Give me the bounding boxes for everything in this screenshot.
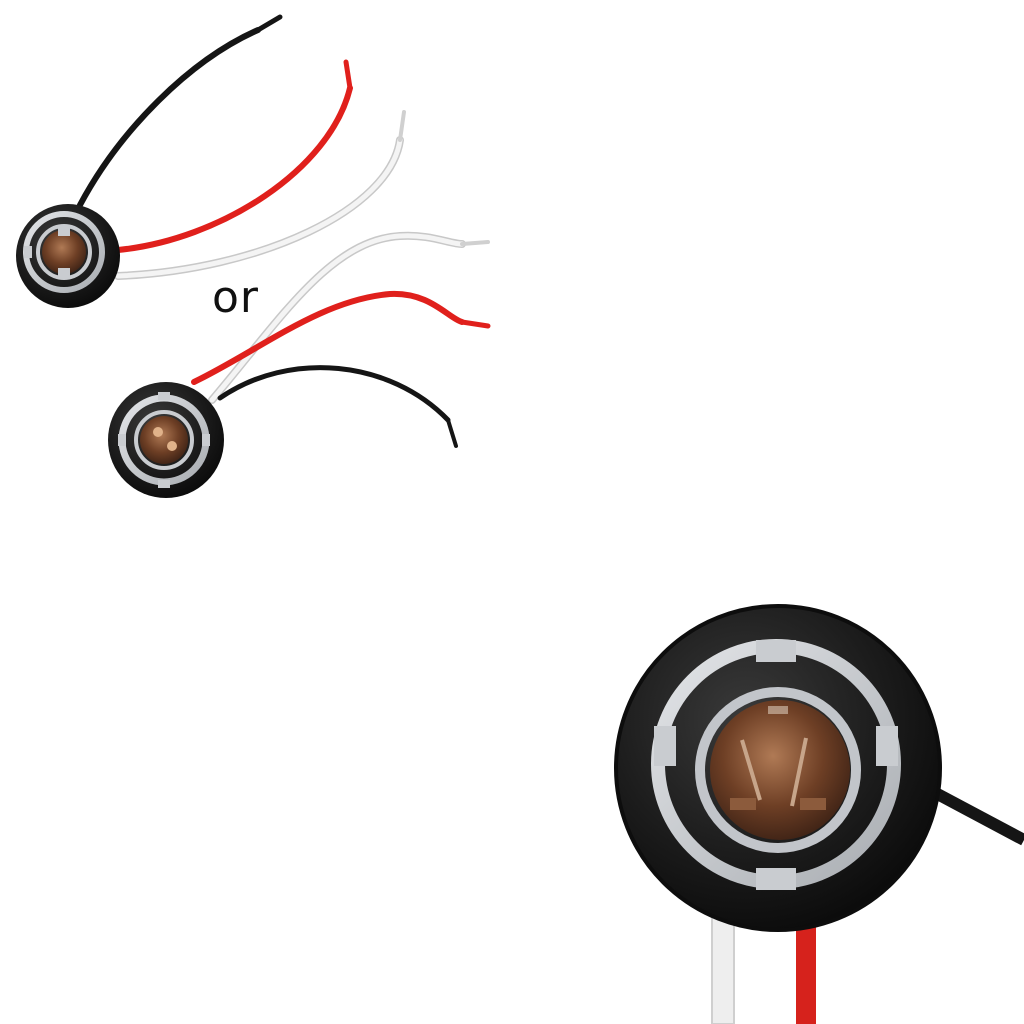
red-wire — [191, 290, 465, 385]
black-wire-tip — [446, 418, 458, 448]
socket-contacts — [42, 230, 86, 274]
red-wire — [115, 85, 353, 253]
black-wire — [927, 784, 1024, 846]
white-wire — [114, 136, 404, 280]
red-wire — [796, 904, 816, 1024]
socket-three-wire-top — [16, 14, 406, 308]
white-wire-tip — [460, 240, 490, 246]
socket-closeup — [614, 604, 1024, 1024]
socket-contacts — [710, 700, 850, 840]
or-caption: or — [212, 272, 260, 323]
black-wire — [217, 365, 451, 423]
socket-contacts — [140, 416, 188, 464]
white-wire-tip — [398, 110, 406, 142]
socket-three-wire-bottom — [108, 231, 491, 498]
red-wire-tip — [459, 319, 491, 329]
black-wire-tip — [255, 14, 283, 33]
black-wire — [77, 27, 261, 208]
red-wire-tip — [343, 59, 353, 91]
